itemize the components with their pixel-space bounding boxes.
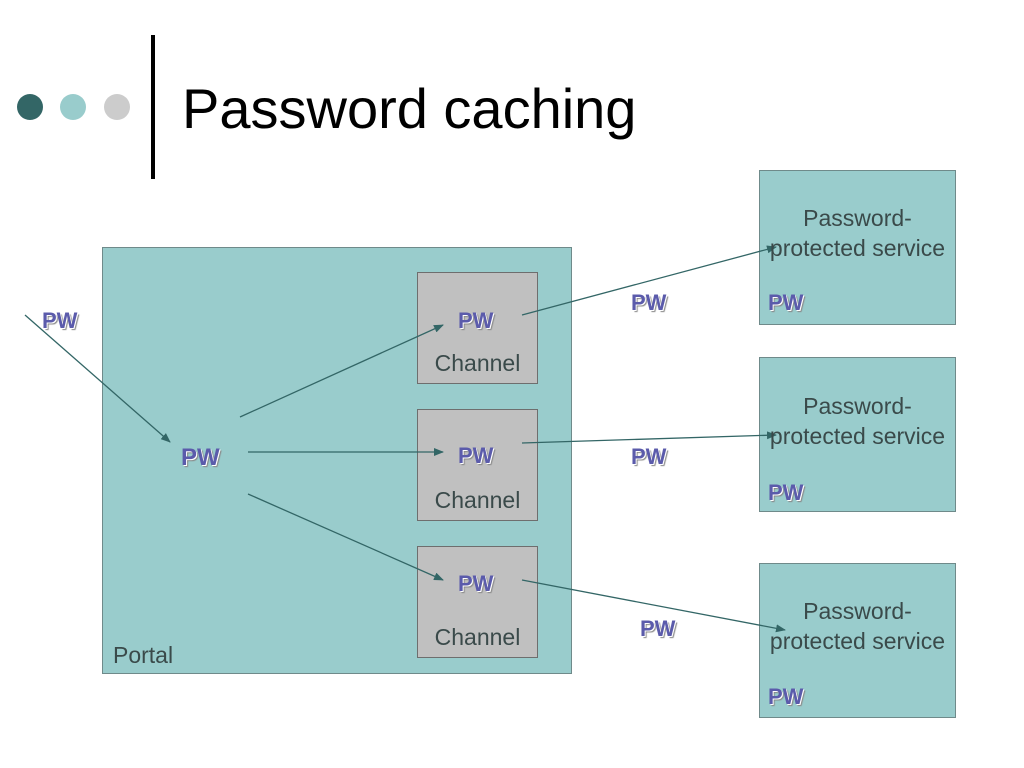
channel-label: Channel — [434, 350, 521, 376]
service-label: Password-protected service — [769, 205, 946, 261]
pw-channel-token: PW — [458, 443, 494, 468]
pw-link-token: PW — [640, 616, 676, 641]
pw-service-token: PW — [768, 480, 804, 505]
pw-service-token: PW — [768, 290, 804, 315]
service-box — [759, 563, 956, 718]
pw-incoming-token: PW — [42, 308, 78, 333]
pw-link-token: PW — [631, 444, 667, 469]
pw-portal-token: PW — [181, 444, 220, 471]
bullet-dot-dark — [17, 94, 43, 120]
channel-label: Channel — [434, 487, 521, 513]
pw-channel-token: PW — [458, 571, 494, 596]
pw-service-token: PW — [768, 684, 804, 709]
pw-channel-token: PW — [458, 308, 494, 333]
service-box — [759, 357, 956, 512]
service-box — [759, 170, 956, 325]
slide-title: Password caching — [182, 77, 637, 140]
service-label: Password-protected service — [769, 598, 946, 654]
channel-label: Channel — [434, 624, 521, 650]
bullet-dot-light — [104, 94, 130, 120]
service-label: Password-protected service — [769, 393, 946, 449]
title-divider — [151, 35, 155, 179]
bullet-dot-mid — [60, 94, 86, 120]
portal-label: Portal — [113, 642, 174, 668]
pw-link-token: PW — [631, 290, 667, 315]
